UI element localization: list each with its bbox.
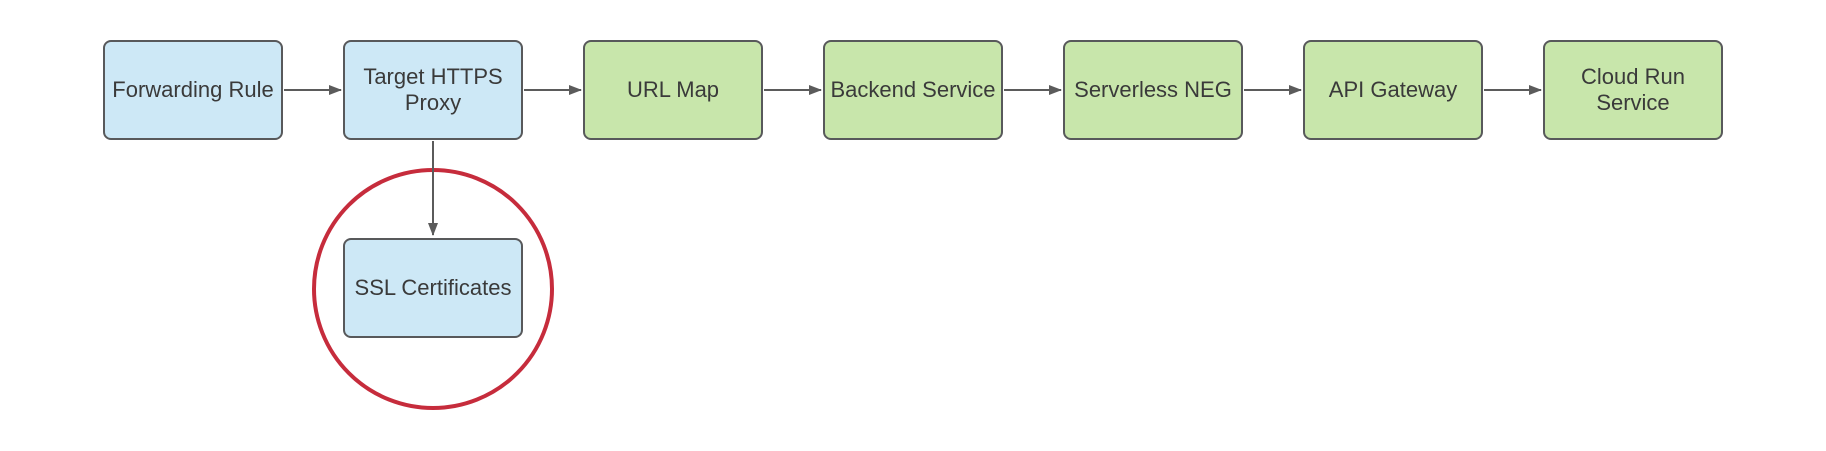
node-backend-service-label: Backend Service	[830, 77, 996, 102]
node-api-gateway-label: API Gateway	[1328, 77, 1458, 102]
node-backend-service[interactable]: Backend Service	[823, 40, 1003, 140]
node-target-https-proxy-label: Target HTTPS Proxy	[363, 64, 503, 115]
node-serverless-neg-label: Serverless NEG	[1074, 77, 1232, 102]
node-api-gateway[interactable]: API Gateway	[1303, 40, 1483, 140]
node-forwarding-rule[interactable]: Forwarding Rule	[103, 40, 283, 140]
node-url-map-label: URL Map	[626, 77, 720, 102]
node-url-map[interactable]: URL Map	[583, 40, 763, 140]
node-target-https-proxy[interactable]: Target HTTPS Proxy	[343, 40, 523, 140]
node-forwarding-rule-label: Forwarding Rule	[112, 77, 274, 102]
node-ssl-certificates-label: SSL Certificates	[354, 275, 512, 300]
node-ssl-certificates[interactable]: SSL Certificates	[343, 238, 523, 338]
node-cloud-run-service[interactable]: Cloud Run Service	[1543, 40, 1723, 140]
node-serverless-neg[interactable]: Serverless NEG	[1063, 40, 1243, 140]
node-cloud-run-service-label: Cloud Run Service	[1581, 64, 1685, 115]
